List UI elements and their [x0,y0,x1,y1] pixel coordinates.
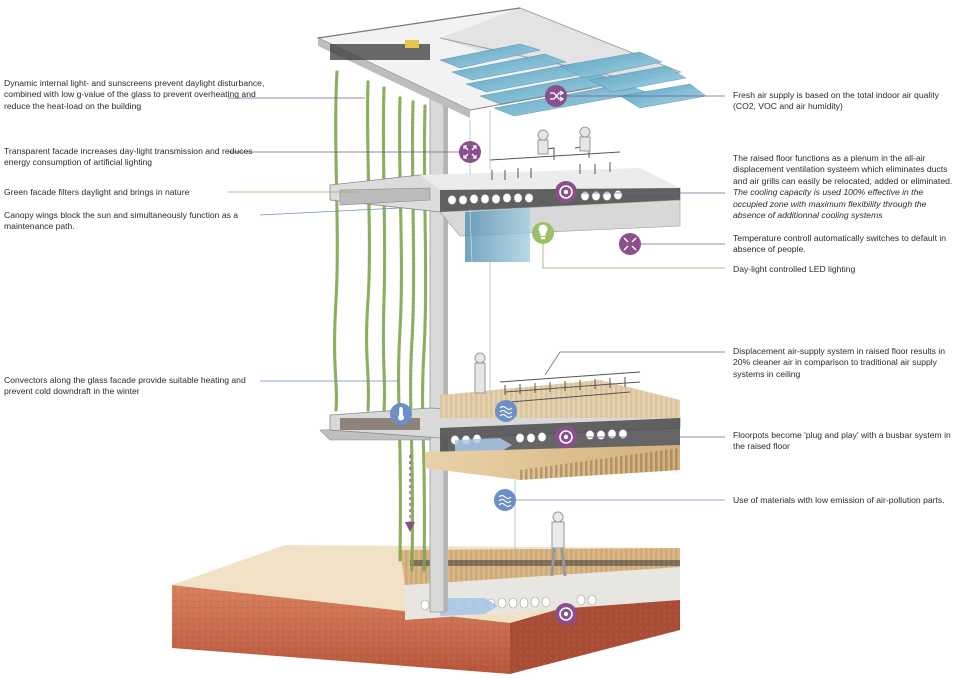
annotation-text: Green facade filters daylight and brings… [4,187,190,197]
annotation-convectors: Convectors along the glass facade provid… [4,375,254,398]
temperature-arrows-icon [619,233,641,255]
shuffle-icon [545,85,567,107]
lightbulb-icon [532,222,554,244]
annotation-fresh-air: Fresh air supply is based on the total i… [733,90,955,113]
green-facade-vines [332,70,428,572]
annotation-text: Dynamic internal light- and sunscreens p… [4,78,265,111]
low-emission-icon [494,489,516,511]
annotation-text: Transparent facade increases day-light t… [4,146,253,168]
central-column [429,51,448,613]
leader-lines [228,95,725,501]
annotation-text: Use of materials with low emission of ai… [733,495,945,505]
sunscreen-louvers [439,43,707,117]
annotation-sunscreens: Dynamic internal light- and sunscreens p… [4,78,272,112]
annotation-text: Displacement air-supply system in raised… [733,346,946,379]
annotation-text: The raised floor functions as a plenum i… [733,153,953,186]
upper-furniture [489,126,621,180]
thermometer-icon [390,403,412,425]
annotation-text: Convectors along the glass facade provid… [4,375,246,397]
ground-slab [172,545,680,674]
annotation-text: Canopy wings block the sun and simultane… [4,210,239,232]
annotation-text: Fresh air supply is based on the total i… [733,90,939,112]
annotation-displacement: Displacement air-supply system in raised… [733,346,955,380]
expand-arrows-icon [459,141,481,163]
annotation-transparent-facade: Transparent facade increases day-light t… [4,146,272,169]
air-flow-icon [495,400,517,422]
annotation-temperature: Temperature controll automatically switc… [733,233,955,256]
middle-furniture [474,352,641,403]
annotation-green-facade: Green facade filters daylight and brings… [4,187,272,198]
annotation-floorpots: Floorpots become 'plug and play' with a … [733,430,955,453]
annotation-italic-text: The cooling capacity is used 100% effect… [733,187,927,221]
annotation-text: Day-light controlled LED lighting [733,264,856,274]
annotation-text: Floorpots become 'plug and play' with a … [733,430,951,452]
floorpot-target-icon-ground [555,603,577,625]
annotation-materials: Use of materials with low emission of ai… [733,495,955,506]
annotation-raised-floor: The raised floor functions as a plenum i… [733,153,955,221]
downdraft-arrow [405,455,415,532]
annotation-text: Temperature controll automatically switc… [733,233,947,255]
annotation-led: Day-light controlled LED lighting [733,264,955,275]
annotation-canopy-wings: Canopy wings block the sun and simultane… [4,210,254,233]
floorpot-target-icon-middle [555,426,577,448]
ground-figure [550,511,567,577]
floorpot-target-icon [555,181,577,203]
